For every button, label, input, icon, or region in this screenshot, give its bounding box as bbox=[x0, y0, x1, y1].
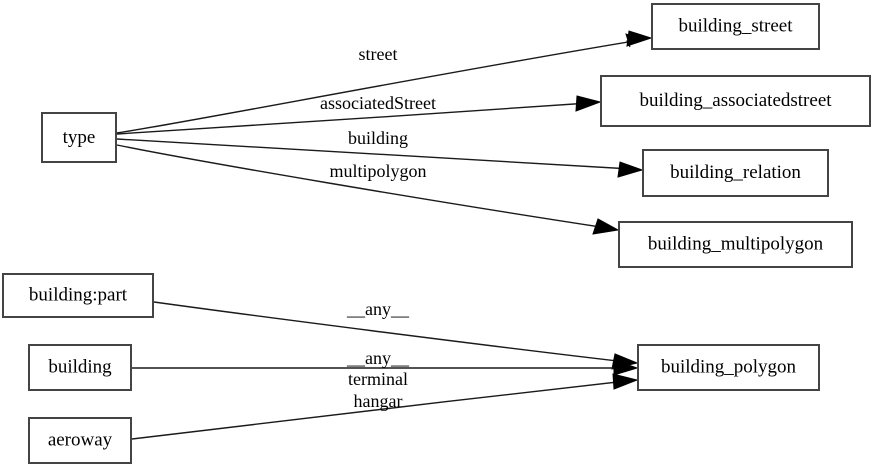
arrowhead-shape bbox=[575, 95, 602, 112]
node-box bbox=[41, 112, 117, 163]
node-building-part[interactable]: building:part bbox=[2, 273, 154, 318]
edge-layer bbox=[116, 30, 653, 440]
edge-label-multipolygon: multipolygon bbox=[329, 161, 426, 181]
node-box bbox=[28, 417, 132, 464]
node-label: aeroway bbox=[48, 429, 113, 450]
edge-line bbox=[153, 301, 627, 363]
edge-label-associatedstreet: associatedStreet bbox=[320, 93, 436, 113]
node-label: building:part bbox=[29, 284, 128, 305]
edge-type-building-street[interactable] bbox=[116, 30, 653, 134]
node-label: building_street bbox=[679, 15, 794, 36]
node-aeroway[interactable]: aeroway bbox=[28, 417, 132, 464]
node-building-polygon[interactable]: building_polygon bbox=[637, 344, 820, 391]
node-box bbox=[600, 75, 871, 127]
node-box bbox=[642, 149, 829, 197]
edge-line bbox=[116, 144, 608, 229]
node-box bbox=[28, 344, 132, 391]
node-box bbox=[651, 3, 820, 50]
node-building-relation[interactable]: building_relation bbox=[642, 149, 829, 197]
edge-line bbox=[116, 138, 632, 170]
arrowhead-shape bbox=[617, 161, 644, 178]
edge-label-any-part: __any__ bbox=[346, 299, 410, 319]
node-box bbox=[2, 273, 154, 318]
edge-line bbox=[131, 380, 627, 440]
edge-label-building: building bbox=[348, 128, 408, 148]
node-building-street[interactable]: building_street bbox=[651, 3, 820, 50]
node-label: building_multipolygon bbox=[648, 233, 824, 254]
node-building[interactable]: building bbox=[28, 344, 132, 391]
arrowhead-shape bbox=[592, 218, 620, 235]
arrowhead-shape bbox=[626, 30, 653, 47]
edge-type-building-relation[interactable] bbox=[116, 138, 644, 178]
edge-label-street: street bbox=[359, 44, 398, 64]
edge-type-building-associatedstreet[interactable] bbox=[116, 95, 602, 135]
arrowhead-shape bbox=[613, 359, 639, 376]
edge-line bbox=[116, 102, 590, 135]
edge-building-building-polygon[interactable] bbox=[132, 359, 639, 376]
node-label: building bbox=[48, 356, 112, 377]
edge-label-terminal: terminal bbox=[348, 369, 408, 389]
edge-type-building-multipolygon[interactable] bbox=[116, 144, 620, 235]
node-box bbox=[637, 344, 820, 391]
edge-line bbox=[116, 39, 641, 134]
node-building-multipolygon[interactable]: building_multipolygon bbox=[618, 221, 853, 268]
node-label: building_relation bbox=[670, 162, 801, 183]
node-building-associatedstreet[interactable]: building_associatedstreet bbox=[600, 75, 871, 127]
node-label: building_polygon bbox=[661, 356, 797, 377]
edge-aeroway-building-polygon[interactable] bbox=[131, 373, 639, 440]
node-label: type bbox=[63, 127, 96, 148]
arrowhead-shape bbox=[612, 373, 639, 390]
edge-label-layer: street associatedStreet building multipo… bbox=[320, 44, 436, 411]
node-layer: type building_street building_associated… bbox=[2, 3, 871, 464]
node-box bbox=[618, 221, 853, 268]
node-type[interactable]: type bbox=[41, 112, 117, 163]
edge-label-any-building: __any__ bbox=[346, 348, 410, 368]
node-label: building_associatedstreet bbox=[639, 90, 832, 111]
edge-label-hangar: hangar bbox=[354, 391, 403, 411]
